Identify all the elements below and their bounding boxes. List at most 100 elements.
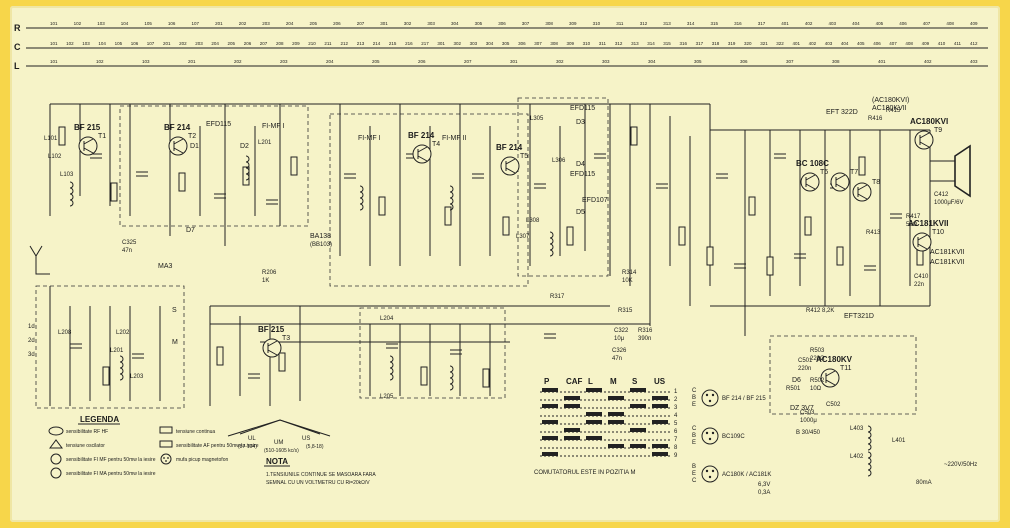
component-labels: BA138 (BB103) MA3 EFD115 D2 FI-MF I D1 F… <box>28 97 977 496</box>
label-r502-val: 10Ω <box>810 386 822 392</box>
bus-ref: 303 <box>470 41 478 46</box>
inductor-coil <box>245 155 250 181</box>
switch-header: CAF <box>566 377 583 386</box>
bus-ref: 211 <box>324 41 332 46</box>
pinout-pin <box>705 431 709 435</box>
pinout-pin <box>705 469 709 473</box>
label-eft321d: EFT321D <box>844 313 874 320</box>
bus-ref: 305 <box>502 41 510 46</box>
bus-ref: 402 <box>924 59 932 64</box>
capacitor <box>534 183 546 189</box>
transistor-symbol <box>168 136 188 156</box>
resistor <box>178 172 186 192</box>
capacitor <box>450 349 462 355</box>
resistor <box>502 216 510 236</box>
bus-ref: 207 <box>357 21 365 26</box>
switch-row-num: 5 <box>674 421 678 427</box>
speaker-wires <box>930 160 955 182</box>
switch-contact <box>564 404 580 408</box>
capacitor <box>864 265 876 271</box>
bus-ref: 106 <box>131 41 139 46</box>
capacitor <box>70 343 82 349</box>
label-c326-val: 47n <box>612 356 622 362</box>
capacitor <box>386 343 398 349</box>
transistor-leads <box>267 340 278 356</box>
bus-ref: 406 <box>899 21 907 26</box>
label-fimf1-c: FI-MF II <box>442 135 467 142</box>
label-efd115-a: EFD115 <box>206 121 231 128</box>
bus-ref: 201 <box>163 41 171 46</box>
bus-ref: 310 <box>593 21 601 26</box>
label-ac180kvii: AC180KVII <box>872 105 907 112</box>
pinout-pin-label: B <box>692 433 696 439</box>
capacitor <box>472 173 484 179</box>
label-bridge: B 30/450 <box>796 430 821 436</box>
output-rail <box>710 129 931 306</box>
legend-item-text: tensiune oscilator <box>66 443 105 449</box>
transistor-ref: T11 <box>840 365 852 372</box>
label-dz3v7: DZ 3V7 <box>790 405 814 412</box>
pinout-pin-label: C <box>692 426 697 432</box>
resistor <box>678 226 686 246</box>
bus-ref: 210 <box>308 41 316 46</box>
bus-ref: 214 <box>373 41 381 46</box>
bus-ref: 313 <box>663 21 671 26</box>
transistor-type: AC180KV <box>816 355 853 364</box>
note: NOTA 1.TENSIUNILE CONTINUE SE MASOARA FA… <box>264 457 376 486</box>
pinout-pin-label: C <box>692 388 697 394</box>
capacitor <box>214 193 226 199</box>
switch-contact <box>652 420 668 424</box>
bus-ref: 401 <box>793 41 801 46</box>
pinout-pin-label: E <box>692 440 696 446</box>
bus-ref: 203 <box>280 59 288 64</box>
label-l101: L101 <box>44 136 58 142</box>
bus-ref: 312 <box>640 21 648 26</box>
bus-ref: 215 <box>389 41 397 46</box>
bus-l-label: L <box>14 61 20 71</box>
bus-ref: 312 <box>615 41 623 46</box>
transistor-symbol <box>800 172 820 192</box>
pinout-case <box>701 465 719 483</box>
label-d2: D2 <box>240 143 249 150</box>
bus-ref: 104 <box>121 21 129 26</box>
switch-contact <box>608 396 624 400</box>
label-l308: L308 <box>526 218 540 224</box>
pinout-pin <box>705 393 709 397</box>
transistor-leads <box>173 138 184 154</box>
switch-contact <box>542 436 558 440</box>
label-c412-val: 1000μF/6V <box>934 200 963 206</box>
label-r415: R415 <box>886 108 901 114</box>
inductor-coil <box>549 231 554 257</box>
transistor-ref: T9 <box>934 127 942 134</box>
bus-ref: 322 <box>776 41 784 46</box>
label-ac180kvi: (AC180KVI) <box>872 97 909 104</box>
pinout-pin <box>708 475 712 479</box>
label-r413: R413 <box>866 230 881 236</box>
bus-ref: 213 <box>357 41 365 46</box>
switch-row-num: 3 <box>674 405 678 411</box>
speaker-icon <box>954 144 971 198</box>
label-efd107: EFD107 <box>582 197 608 204</box>
switch-contact <box>608 420 624 424</box>
bus-ref: 204 <box>326 59 334 64</box>
label-r316-val: 390n <box>638 336 651 342</box>
bus-ref: 407 <box>923 21 931 26</box>
transistor-symbol <box>912 232 932 252</box>
pinout-pin <box>708 437 712 441</box>
pinout-case <box>701 389 719 407</box>
bus-ref: 201 <box>215 21 223 26</box>
transistor-leads <box>83 138 94 154</box>
switch-caption: COMUTATORUL ESTE IN POZITIA M <box>534 470 635 476</box>
bus-ref: 408 <box>905 41 913 46</box>
bus-ref: 404 <box>841 41 849 46</box>
pinout-types: AC180K / AC181K <box>722 472 771 478</box>
bus-ref: 302 <box>454 41 462 46</box>
bus-ref: 202 <box>234 59 242 64</box>
switch-row-num: 6 <box>674 429 678 435</box>
switch-contact <box>630 444 646 448</box>
label-d5: D5 <box>576 209 585 216</box>
bus-ref: 308 <box>545 21 553 26</box>
